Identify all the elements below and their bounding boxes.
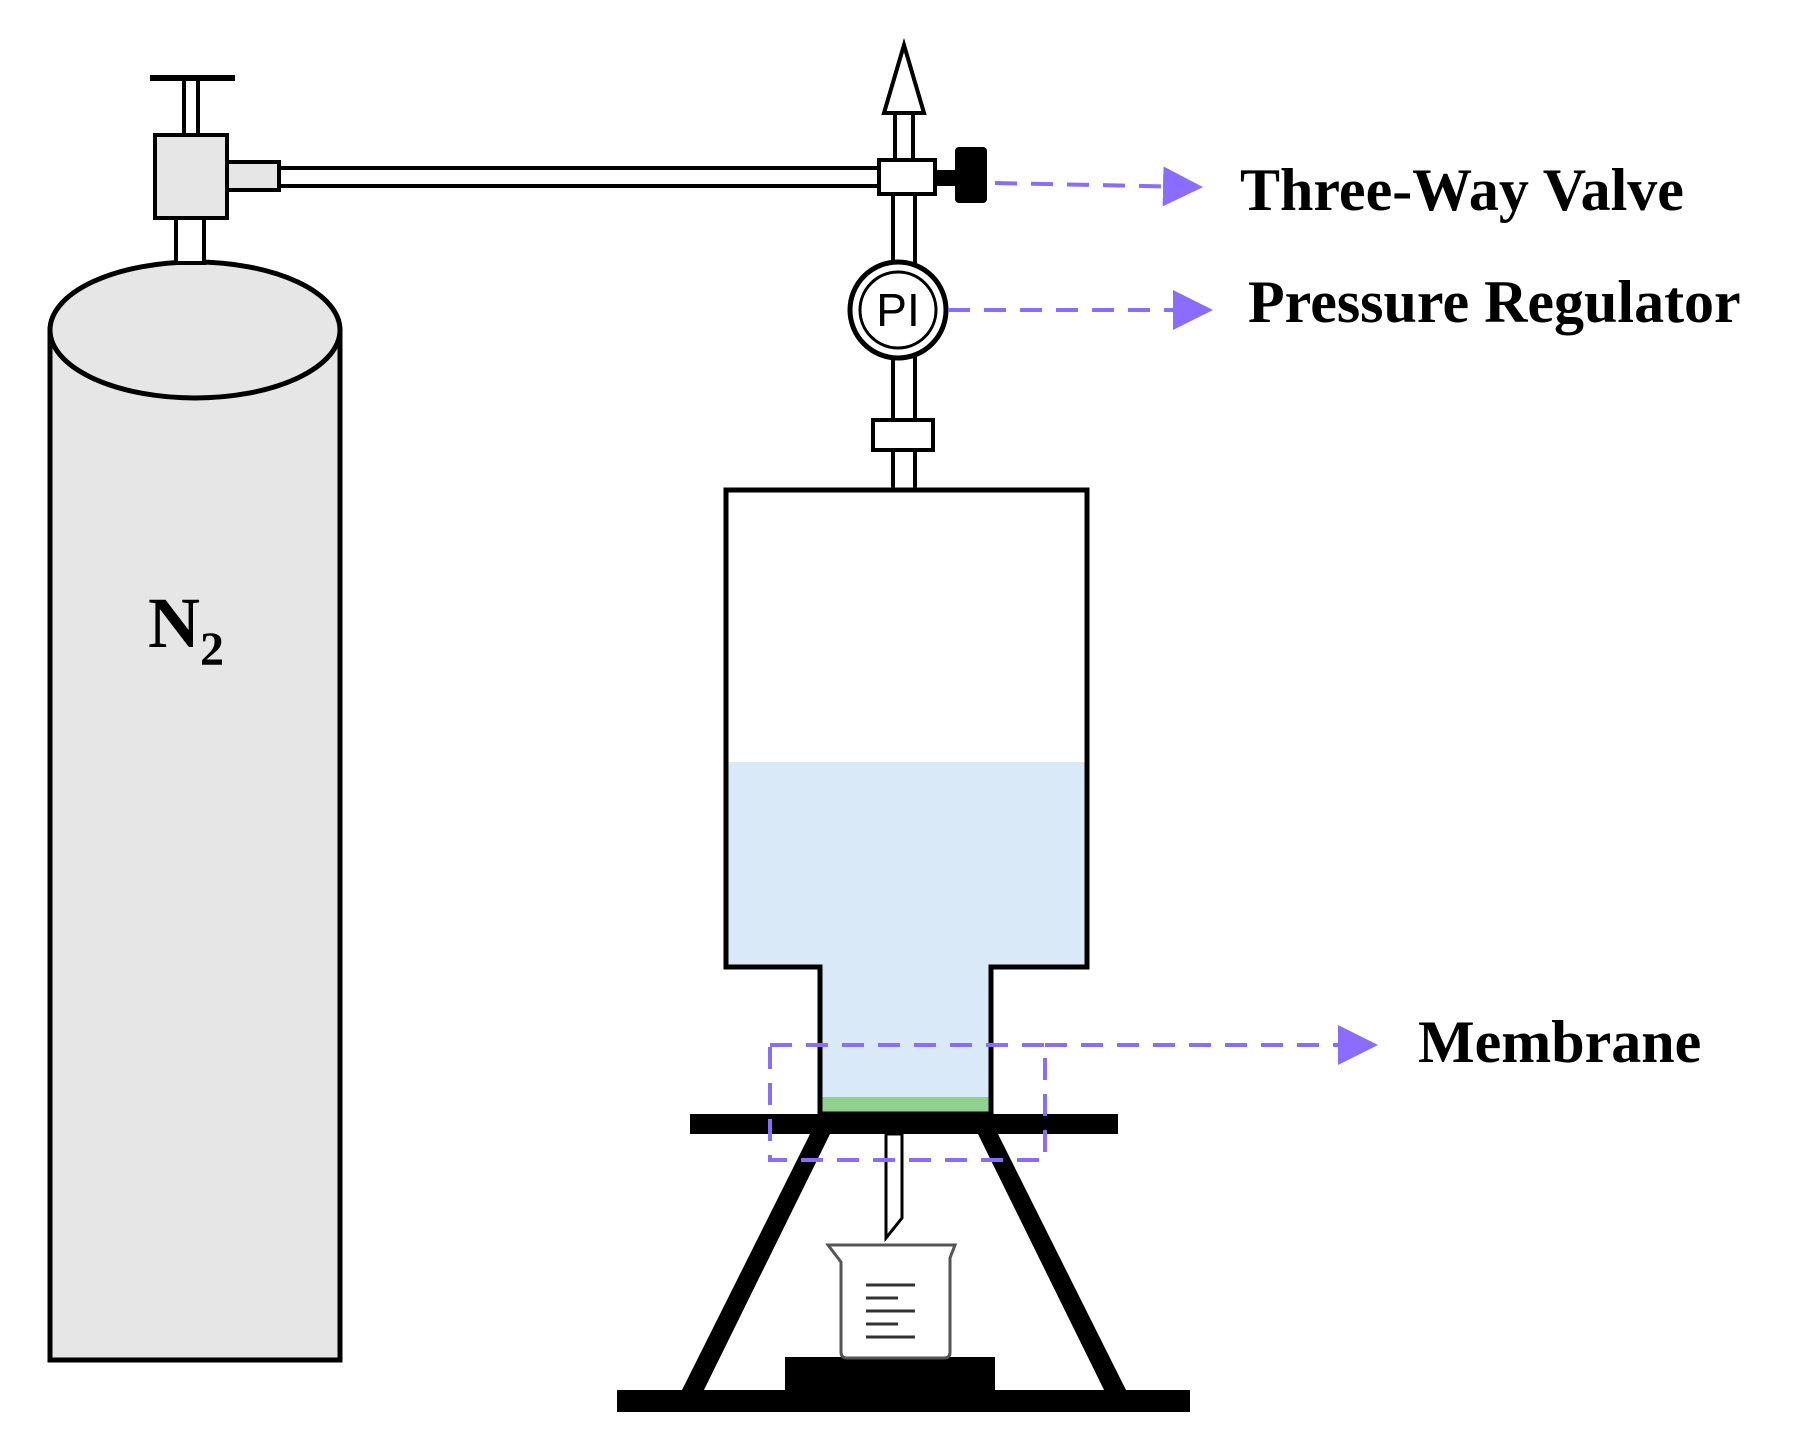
valve-knob-stem xyxy=(935,170,955,186)
callout-membrane: Membrane xyxy=(768,1009,1701,1162)
label-three-way-valve: Three-Way Valve xyxy=(1240,157,1684,223)
outlet-spout xyxy=(884,1132,904,1243)
callout-three-way-valve: Three-Way Valve xyxy=(994,157,1684,223)
gauge-label: PI xyxy=(876,284,919,336)
liquid-upper xyxy=(726,762,1087,967)
label-membrane: Membrane xyxy=(1418,1009,1701,1075)
feed-pipe-bottom xyxy=(891,448,917,492)
stand-right-leg xyxy=(978,1134,1130,1398)
callout-pressure-regulator: Pressure Regulator xyxy=(948,269,1741,335)
gas-subscript: 2 xyxy=(200,623,224,676)
three-way-valve-body xyxy=(877,158,937,196)
cylinder-body xyxy=(47,327,343,1363)
cylinder-neck xyxy=(174,216,206,265)
three-way-valve xyxy=(877,37,987,203)
gauge-inner-ring xyxy=(858,270,938,350)
label-pressure-regulator: Pressure Regulator xyxy=(1248,269,1741,335)
membrane-layer xyxy=(820,1097,991,1114)
cylinder-valve xyxy=(150,75,281,265)
cylinder-valve-stem xyxy=(182,76,200,137)
gas-symbol: N xyxy=(148,583,200,663)
liquid-lower xyxy=(820,967,991,1097)
pressure-gauge: PI xyxy=(847,259,949,361)
stand-base-plate xyxy=(617,1390,1190,1412)
callout-line-valve xyxy=(994,166,1203,207)
valve-knob xyxy=(955,147,987,203)
cylinder-valve-body xyxy=(153,133,229,220)
balance-block xyxy=(785,1357,995,1392)
cylinder-top xyxy=(47,259,343,401)
stand-left-leg xyxy=(678,1134,830,1398)
gas-label: N2 xyxy=(148,583,224,676)
cylinder-outlet-fitting xyxy=(225,160,281,192)
membrane-highlight-box xyxy=(768,1043,1047,1162)
stand-top-plate xyxy=(690,1114,1118,1134)
beaker-body xyxy=(824,1243,958,1360)
vent-arrow xyxy=(881,37,927,115)
nitrogen-cylinder: N2 xyxy=(47,259,343,1363)
gas-line xyxy=(277,166,881,188)
pipe-coupling xyxy=(871,418,935,452)
filtration-cell xyxy=(723,487,1090,1117)
support-stand xyxy=(617,1114,1190,1412)
collection-beaker xyxy=(824,1243,958,1360)
beaker-graduations xyxy=(866,1283,915,1339)
vent-pipe xyxy=(893,111,915,165)
